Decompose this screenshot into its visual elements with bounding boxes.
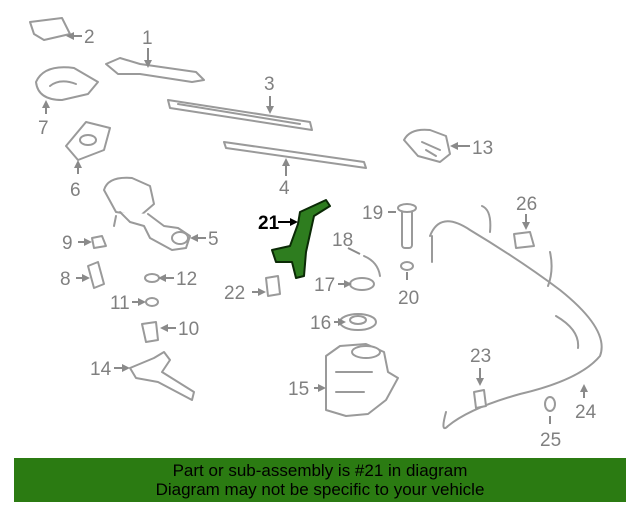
part-17[interactable] [338,277,375,291]
label-17[interactable]: 17 [314,275,335,296]
part-20[interactable] [400,261,414,280]
label-7[interactable]: 7 [38,118,49,139]
label-23[interactable]: 23 [470,346,491,367]
label-15[interactable]: 15 [288,379,309,400]
label-4[interactable]: 4 [279,178,290,199]
part-9[interactable] [78,235,107,249]
label-12[interactable]: 12 [176,269,197,290]
label-20[interactable]: 20 [398,288,419,309]
label-2[interactable]: 2 [84,27,95,48]
label-18[interactable]: 18 [332,230,353,251]
banner-line-1: Part or sub-assembly is #21 in diagram [172,461,468,480]
part-4[interactable] [223,141,367,176]
part-21[interactable] [271,199,331,279]
part-7[interactable] [35,66,99,114]
part-22[interactable] [252,275,281,297]
part-5[interactable] [103,176,206,251]
part-16[interactable] [334,313,377,331]
label-8[interactable]: 8 [60,269,71,290]
part-26[interactable] [513,214,535,249]
part-19[interactable] [388,203,417,249]
label-24[interactable]: 24 [575,402,597,423]
part-12[interactable] [144,273,174,283]
part-1[interactable] [105,48,205,83]
part-6[interactable] [65,121,111,174]
label-10[interactable]: 10 [178,319,199,340]
part-2[interactable] [29,17,82,41]
part-15[interactable] [314,343,399,417]
part-10[interactable] [141,321,176,343]
label-13[interactable]: 13 [472,138,493,159]
part-13[interactable] [403,128,470,163]
part-3[interactable] [167,96,313,131]
part-14[interactable] [114,351,195,401]
label-5[interactable]: 5 [208,229,219,250]
label-22[interactable]: 22 [224,283,245,304]
label-19[interactable]: 19 [362,203,383,224]
label-14[interactable]: 14 [90,359,112,380]
label-1[interactable]: 1 [142,28,153,49]
part-24[interactable] [429,205,603,430]
label-16[interactable]: 16 [310,313,331,334]
part-8[interactable] [76,261,105,289]
label-25[interactable]: 25 [540,430,561,451]
label-11[interactable]: 11 [110,293,130,314]
part-25[interactable] [544,396,556,424]
label-9[interactable]: 9 [62,233,73,254]
label-21[interactable]: 21 [258,213,280,234]
label-6[interactable]: 6 [70,180,81,201]
part-23[interactable] [473,368,487,409]
label-3[interactable]: 3 [264,74,275,95]
label-26[interactable]: 26 [516,194,537,215]
banner-line-2: Diagram may not be specific to your vehi… [155,480,485,499]
info-banner: Part or sub-assembly is #21 in diagram D… [14,458,626,502]
part-18[interactable] [347,247,381,277]
parts-diagram: 2 1 7 3 6 4 13 [29,17,603,451]
part-11[interactable] [132,297,159,307]
